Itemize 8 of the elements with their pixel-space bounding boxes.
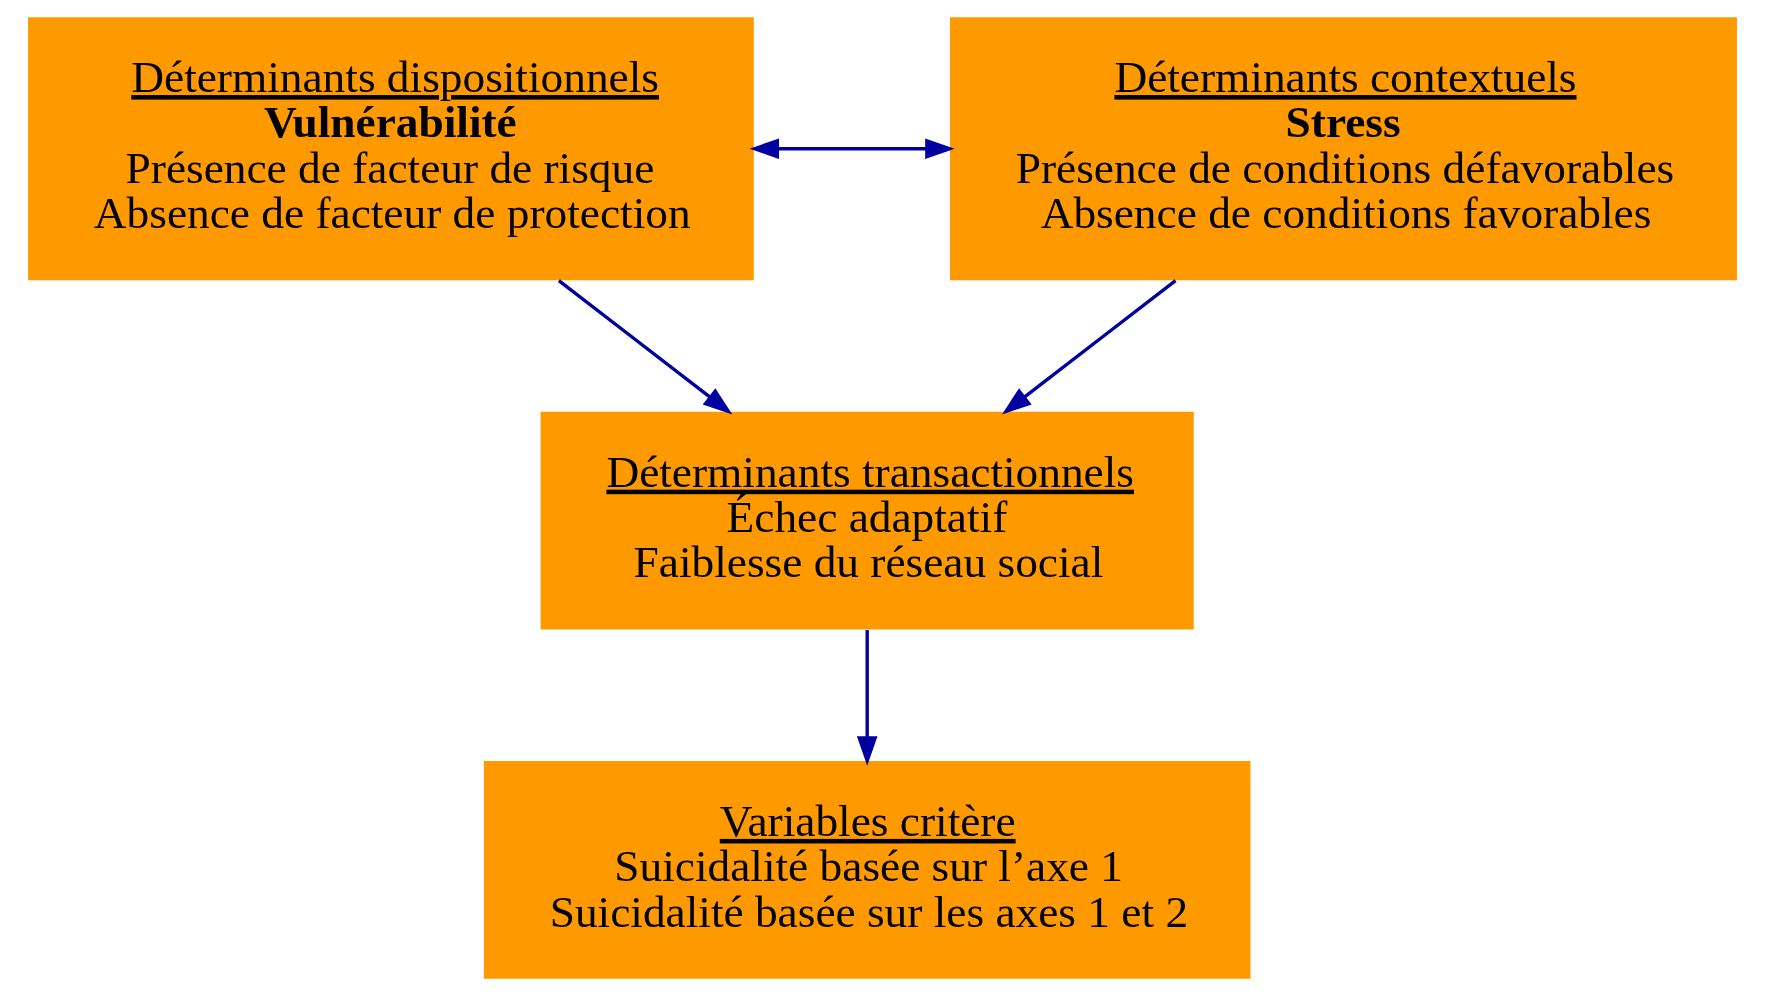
node-box: Déterminants dispositionnels Vulnérabilité Présence de facteur de risque Absence de facteur de protection xyxy=(28,17,754,281)
arrow xyxy=(749,138,955,160)
arrow xyxy=(557,279,733,415)
arrow xyxy=(1002,279,1177,415)
node-box: Déterminants transactionnels Échec adaptatif Faiblesse du réseau social xyxy=(540,411,1194,630)
arrow xyxy=(856,630,878,766)
node-box: Déterminants contextuels Stress Présence de conditions défavorables Absence de conditions favorables xyxy=(949,17,1737,281)
node-box: Variables critère Suicidalité basée sur l’axe 1 Suicidalité basée sur les axes 1 et 2 xyxy=(483,761,1251,979)
